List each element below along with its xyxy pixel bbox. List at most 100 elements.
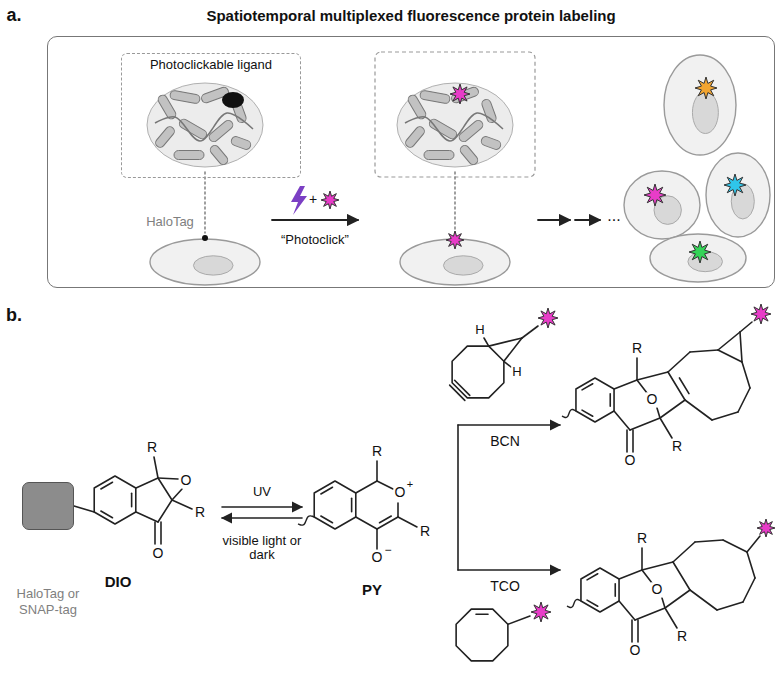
atom-label: O (371, 550, 384, 565)
bond (508, 616, 530, 624)
nucleus (193, 256, 233, 275)
eight-ring (452, 346, 504, 398)
bond (636, 358, 638, 380)
bond (635, 608, 665, 620)
atom-label: + (406, 478, 414, 490)
helix (480, 135, 502, 150)
bond (665, 590, 690, 608)
bond (695, 540, 723, 542)
reverse-arrow (222, 517, 302, 519)
bond (747, 536, 760, 552)
helix (174, 151, 204, 160)
bond (662, 598, 665, 608)
fluorophore-star (644, 184, 666, 206)
atom-label: R (636, 531, 648, 546)
bond (158, 500, 172, 522)
bond (398, 517, 417, 527)
coil (155, 113, 253, 141)
bond (712, 412, 738, 420)
fluorophore-star (321, 191, 339, 209)
reaction-arrow (458, 569, 560, 571)
fluorophore-star (695, 77, 717, 99)
nucleus (443, 256, 483, 275)
fluorophore-star (446, 231, 464, 249)
helix (404, 125, 426, 149)
helix (458, 144, 479, 167)
bond (637, 372, 668, 380)
double-bond (582, 410, 593, 416)
atom-label: O (646, 392, 659, 407)
bond (158, 478, 178, 479)
bond (668, 352, 690, 372)
atom-label: − (383, 544, 392, 557)
bond (738, 388, 750, 412)
helix (154, 125, 176, 149)
atom-label: O (180, 473, 193, 488)
dashed-box (375, 52, 535, 177)
bond (723, 540, 747, 552)
triple-bond (450, 385, 465, 400)
box-heading: Photoclickable ligand (122, 54, 300, 72)
step-arrow (538, 219, 570, 221)
double-bond (131, 493, 133, 506)
bond (637, 380, 647, 393)
tag-protein-box: HaloTag or SNAP-tag (22, 482, 74, 530)
bond (484, 338, 489, 346)
panel-box: Spatiotemporal multiplexed fluorescence … (47, 36, 775, 288)
double-bond (321, 516, 333, 523)
linker (74, 506, 94, 512)
fluorophore-star (538, 308, 558, 328)
bond (740, 332, 742, 362)
condition-text: UV (252, 485, 272, 499)
coil (405, 113, 503, 141)
condition-text: “Photoclick” (280, 233, 350, 247)
bond (657, 408, 660, 418)
step-arrow (575, 219, 600, 221)
bond (740, 322, 752, 332)
eight-ring (456, 609, 508, 661)
tether-line (204, 172, 205, 233)
compound-name: PY (361, 582, 383, 599)
benzene-ring (581, 568, 619, 612)
bond (641, 548, 643, 570)
benzene-ring (576, 378, 614, 422)
bond (376, 529, 378, 549)
bond (377, 517, 398, 529)
double-bond (476, 614, 488, 616)
double-bond (380, 516, 392, 523)
bond (136, 512, 158, 522)
wavy-bond (567, 599, 581, 607)
atom-label: R (146, 440, 158, 455)
bond (356, 517, 377, 529)
tag-dot (202, 235, 208, 241)
bond (743, 578, 755, 602)
bond (619, 570, 642, 579)
bond (160, 522, 162, 544)
bond (660, 418, 672, 438)
atom-label: R (671, 439, 683, 454)
bond (673, 542, 695, 562)
atom-label: R (371, 444, 383, 459)
benzene-ring (314, 481, 356, 529)
cell (150, 239, 260, 285)
forward-arrow (222, 506, 302, 508)
atom-label: R (419, 524, 431, 539)
bond (668, 372, 685, 400)
double-bond (587, 600, 598, 606)
benzene-ring (94, 476, 136, 524)
fluorophore-star (757, 519, 775, 537)
panel-title: Spatiotemporal multiplexed fluorescence … (48, 7, 774, 24)
tether-line (454, 172, 455, 233)
bond (504, 361, 511, 367)
bond (630, 418, 660, 430)
fluorophore-star (531, 602, 551, 622)
panel-letter: b. (5, 306, 23, 326)
cell (664, 55, 736, 155)
atom-label: O (651, 582, 664, 597)
atom-label: H (511, 365, 522, 379)
helix (169, 90, 200, 104)
double-bond (679, 378, 689, 394)
branch-line (457, 425, 459, 570)
atom-label: R (194, 505, 206, 520)
bond (631, 620, 633, 642)
